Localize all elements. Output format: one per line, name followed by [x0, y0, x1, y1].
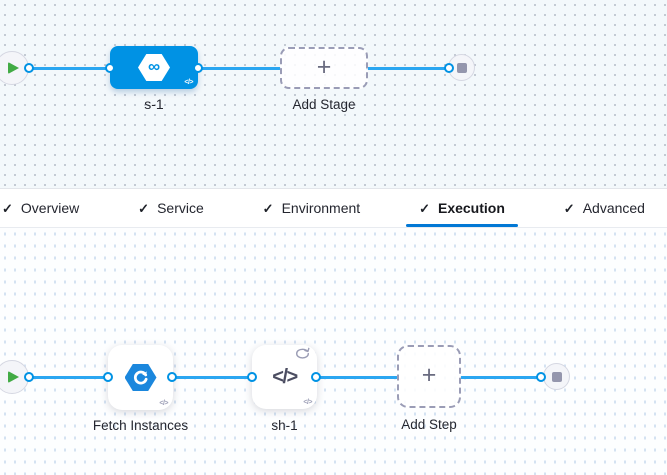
- connector-port: [193, 63, 203, 73]
- connector-line: [460, 375, 542, 379]
- tab-environment[interactable]: ✓ Environment: [262, 200, 361, 216]
- connector-port: [24, 372, 34, 382]
- connector-port: [105, 63, 115, 73]
- code-badge-icon: </>: [303, 399, 312, 406]
- plus-icon: +: [316, 52, 332, 81]
- code-badge-icon: </>: [159, 400, 168, 407]
- connector-port: [247, 372, 257, 382]
- fetch-instances-icon: [124, 364, 157, 391]
- tab-overview[interactable]: ✓ Overview: [2, 200, 80, 216]
- add-step-button[interactable]: +: [397, 345, 461, 408]
- add-step-label: Add Step: [401, 417, 457, 432]
- execution-end-node: [543, 363, 570, 390]
- stage-config-tabbar: ✓ Overview ✓ Service ✓ Environment ✓ Exe…: [0, 188, 667, 228]
- shell-script-icon: </>: [272, 366, 298, 388]
- code-badge-icon: </>: [184, 79, 193, 86]
- play-icon: [8, 371, 19, 383]
- check-icon: ✓: [419, 200, 430, 216]
- check-icon: ✓: [138, 200, 150, 216]
- stage-name-label: s-1: [144, 96, 164, 112]
- stage-canvas[interactable]: ∞ </> s-1 + Add Stage: [0, 0, 667, 188]
- step-node-sh-1[interactable]: </> </>: [252, 345, 317, 409]
- connector-line: [366, 66, 450, 70]
- add-stage-label: Add Stage: [292, 97, 356, 112]
- stop-icon: [551, 371, 562, 382]
- connector-line: [28, 375, 109, 379]
- connector-port: [103, 372, 113, 382]
- connector-port: [311, 372, 321, 382]
- deployment-stage-icon: ∞: [138, 54, 170, 81]
- step-node-fetch-instances[interactable]: </>: [108, 345, 173, 410]
- connector-line: [171, 375, 253, 379]
- connector-line: [197, 66, 281, 70]
- check-icon: ✓: [563, 200, 575, 216]
- connector-port: [167, 372, 177, 382]
- tab-execution[interactable]: ✓ Execution: [406, 189, 518, 227]
- connector-port: [24, 63, 34, 73]
- step-name-label: sh-1: [271, 418, 298, 433]
- tab-advanced[interactable]: ✓ Advanced: [563, 200, 645, 216]
- swirl-arrow-icon: [133, 370, 148, 385]
- check-icon: ✓: [2, 200, 13, 216]
- connector-line: [315, 375, 398, 379]
- add-stage-button[interactable]: +: [280, 47, 368, 89]
- connector-line: [28, 66, 110, 70]
- tab-service[interactable]: ✓ Service: [138, 200, 204, 216]
- stop-icon: [456, 62, 467, 73]
- check-icon: ✓: [262, 200, 274, 216]
- play-icon: [8, 62, 19, 74]
- execution-canvas[interactable]: </> Fetch Instances </> </> sh-1 + Add S…: [0, 228, 667, 475]
- loop-strategy-icon: [295, 347, 311, 365]
- plus-icon: +: [421, 361, 437, 389]
- step-name-label: Fetch Instances: [92, 418, 189, 433]
- connector-port: [444, 63, 454, 73]
- connector-port: [536, 372, 546, 382]
- stage-node[interactable]: ∞ </>: [110, 46, 198, 89]
